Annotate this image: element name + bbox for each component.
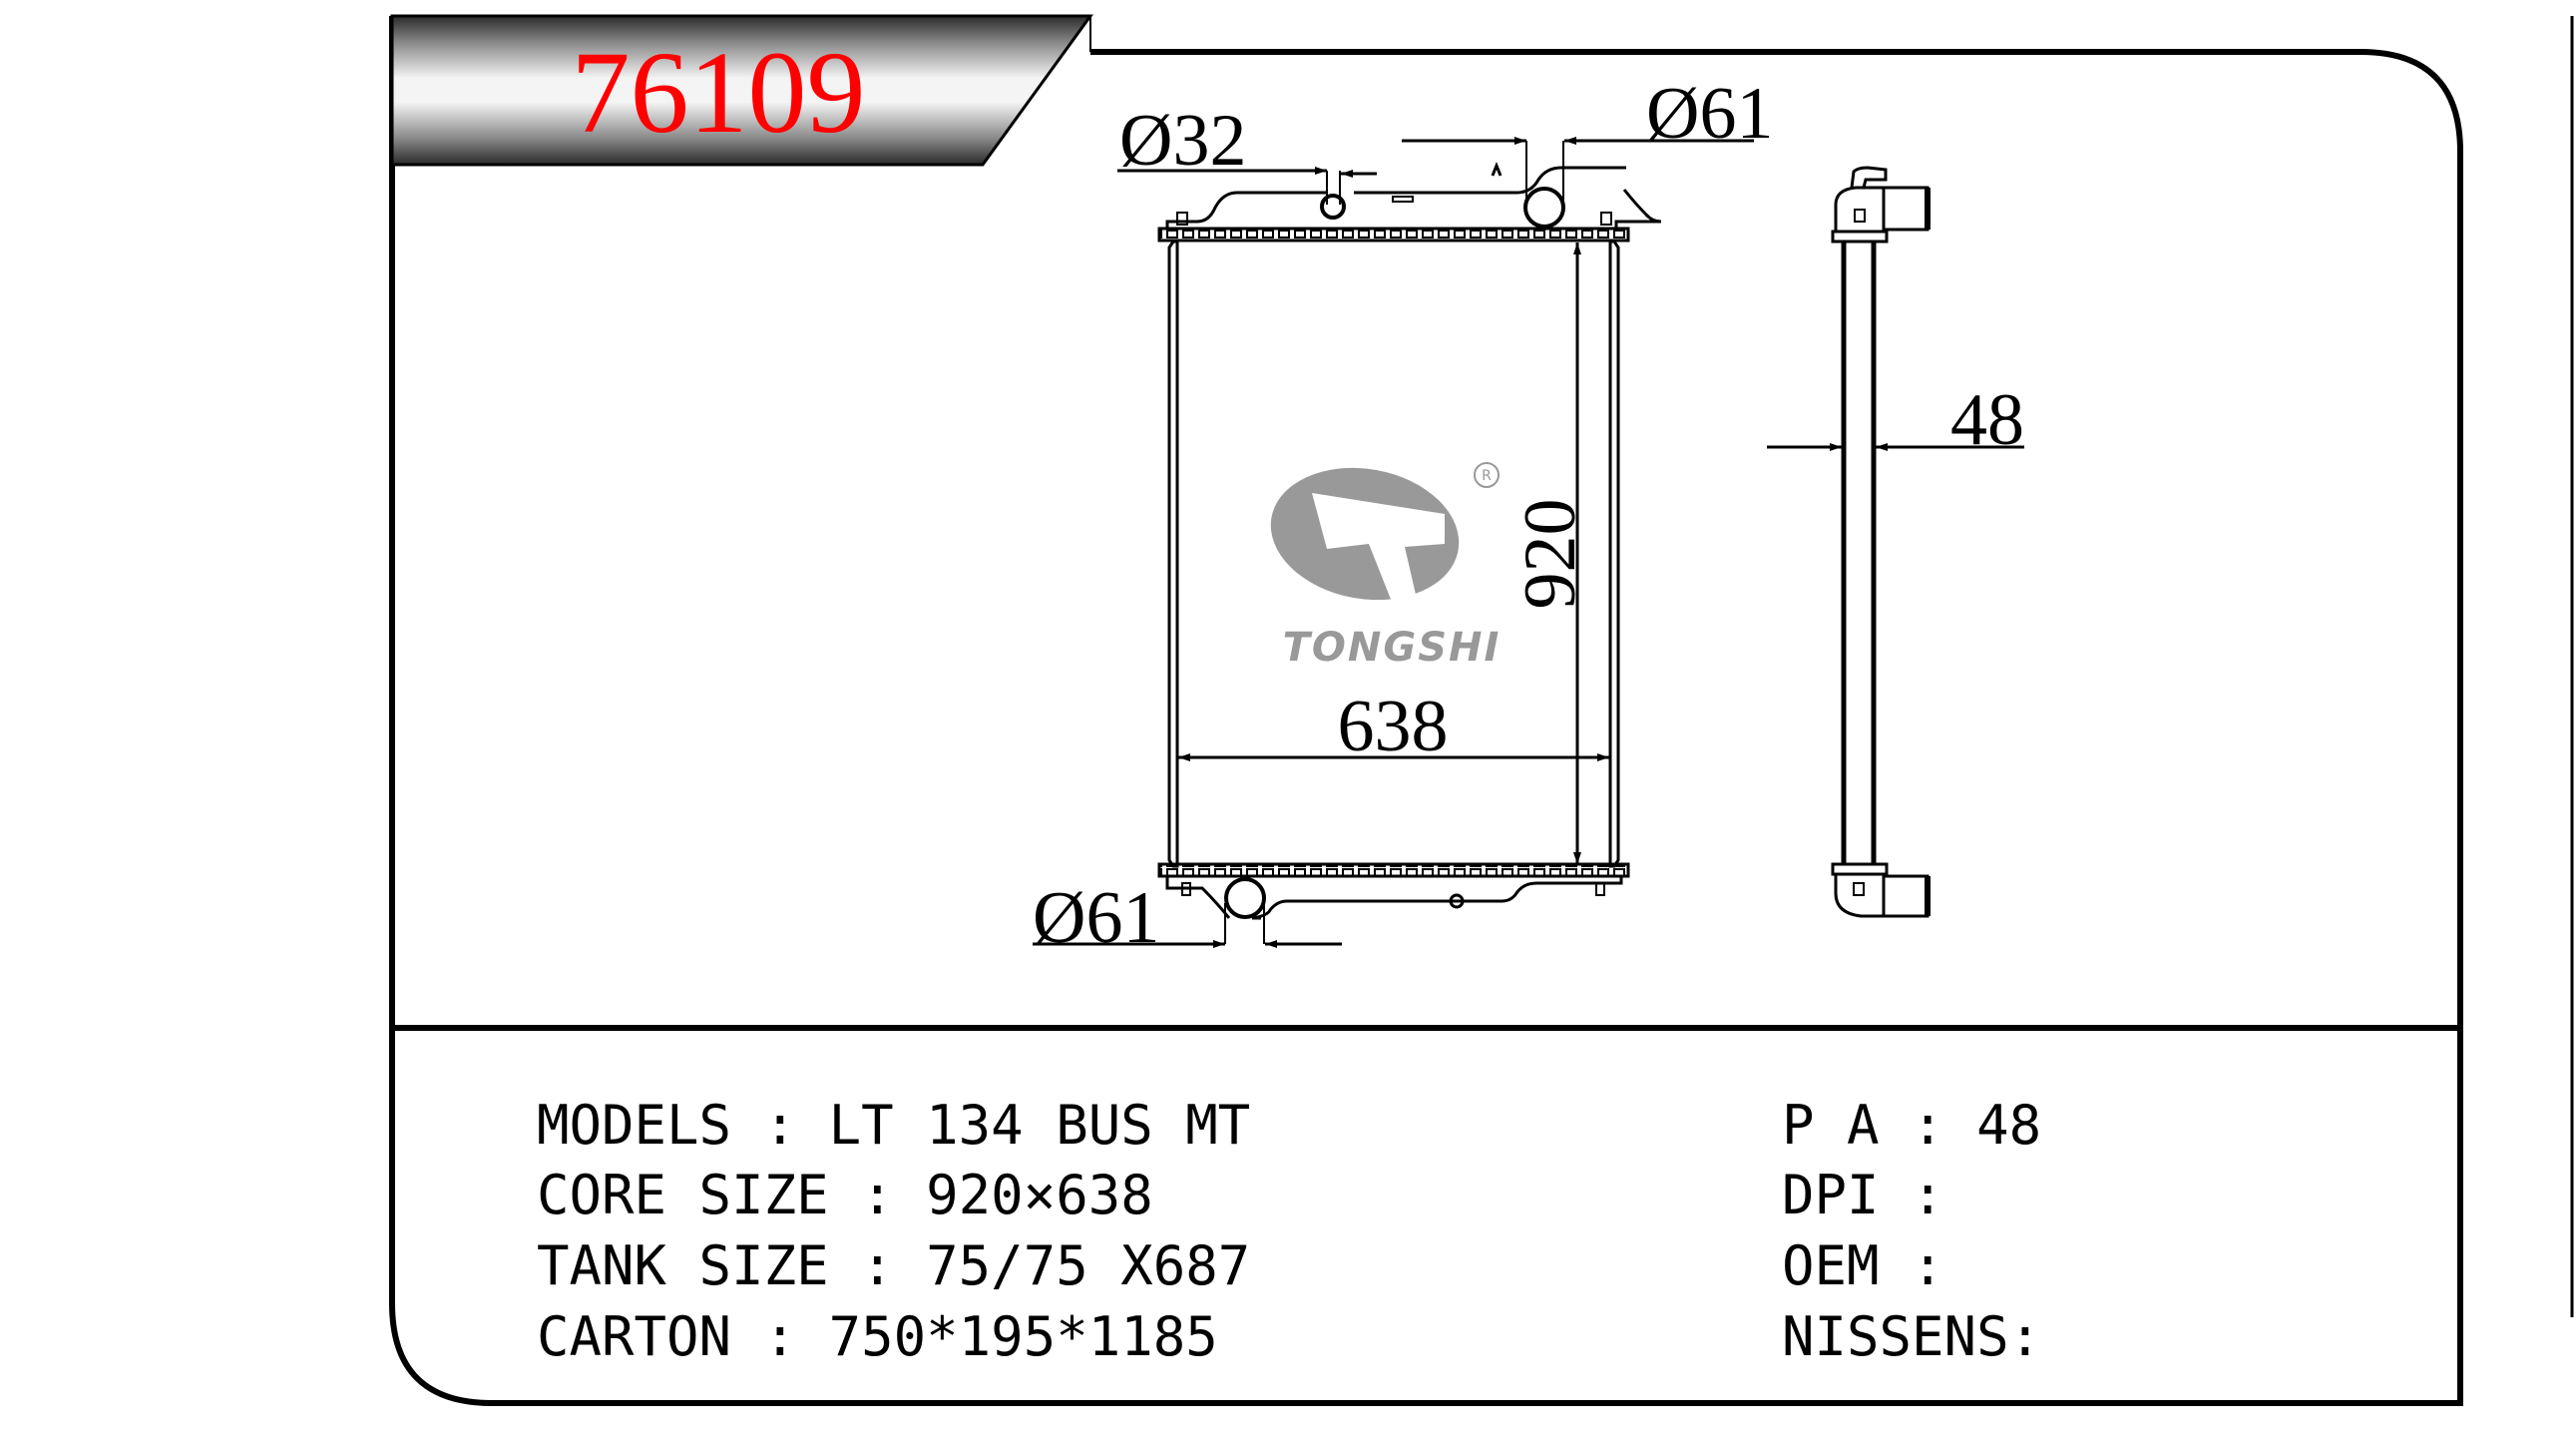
svg-text:Ø61: Ø61 bbox=[1646, 73, 1773, 155]
svg-text:Ø61: Ø61 bbox=[1033, 877, 1159, 959]
side-view bbox=[1831, 166, 1931, 918]
logo-mark-icon bbox=[1312, 493, 1445, 602]
drain-plug bbox=[1449, 893, 1465, 909]
svg-text:920: 920 bbox=[1509, 499, 1591, 610]
part-number: 76109 bbox=[572, 27, 866, 158]
svg-text:Ø32: Ø32 bbox=[1119, 100, 1246, 182]
dim-core-thickness: 48 bbox=[1767, 379, 2024, 461]
spec-row-core-size: CORE SIZE : 920×638 bbox=[537, 1164, 1153, 1226]
spec-row-models: MODELS : LT 134 BUS MT bbox=[537, 1094, 1250, 1157]
dim-top-small-inlet: Ø32 bbox=[1117, 100, 1377, 205]
front-view bbox=[1157, 161, 1662, 920]
svg-text:638: 638 bbox=[1338, 686, 1449, 767]
spec-row-tank-size: TANK SIZE : 75/75 X687 bbox=[537, 1234, 1250, 1297]
specs-left: MODELS : LT 134 BUS MT CORE SIZE : 920×6… bbox=[537, 1094, 1250, 1368]
spec-row-oem: OEM : bbox=[1782, 1234, 1976, 1297]
specs-right: P A : 48 DPI : OEM : NISSENS: bbox=[1782, 1094, 2041, 1368]
dim-core-height: 920 bbox=[1509, 242, 1591, 864]
spec-row-pa: P A : 48 bbox=[1782, 1094, 2041, 1157]
svg-text:R: R bbox=[1482, 468, 1492, 484]
dim-bottom-outlet: Ø61 bbox=[1033, 877, 1342, 959]
dim-core-width: 638 bbox=[1178, 686, 1609, 767]
spec-row-dpi: DPI : bbox=[1782, 1164, 1976, 1226]
svg-text:TONGSHI: TONGSHI bbox=[1283, 625, 1502, 671]
spec-row-nissens: NISSENS: bbox=[1782, 1305, 2041, 1368]
dim-top-large-inlet: Ø61 bbox=[1402, 73, 1773, 205]
registered-icon bbox=[1474, 462, 1500, 488]
frame bbox=[389, 16, 2574, 1406]
tongshi-logo: R TONGSHI bbox=[1270, 462, 1502, 671]
svg-text:48: 48 bbox=[1950, 379, 2024, 461]
spec-row-carton: CARTON : 750*195*1185 bbox=[537, 1305, 1218, 1368]
title-banner: 76109 bbox=[390, 14, 1093, 167]
